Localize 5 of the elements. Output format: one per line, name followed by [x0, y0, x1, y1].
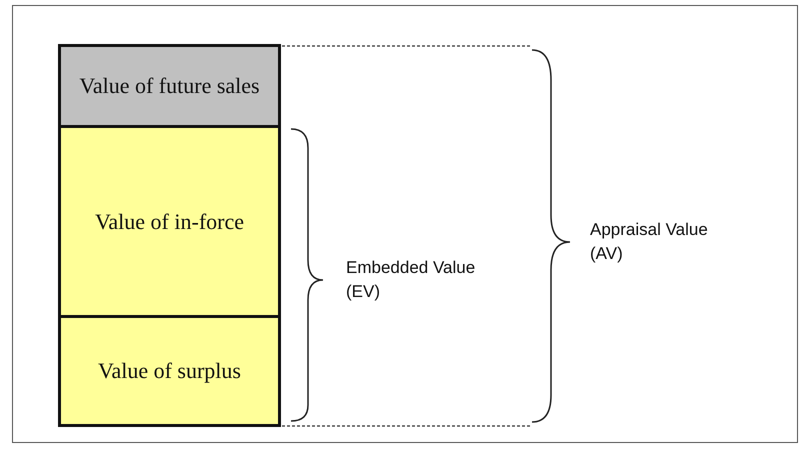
stacked-segment: Value of future sales [58, 44, 281, 128]
stacked-segment: Value of surplus [58, 315, 281, 427]
bracket-label: Embedded Value (EV) [346, 257, 476, 303]
bracket-label: Appraisal Value (AV) [590, 219, 709, 265]
stacked-segment: Value of in-force [58, 125, 281, 318]
